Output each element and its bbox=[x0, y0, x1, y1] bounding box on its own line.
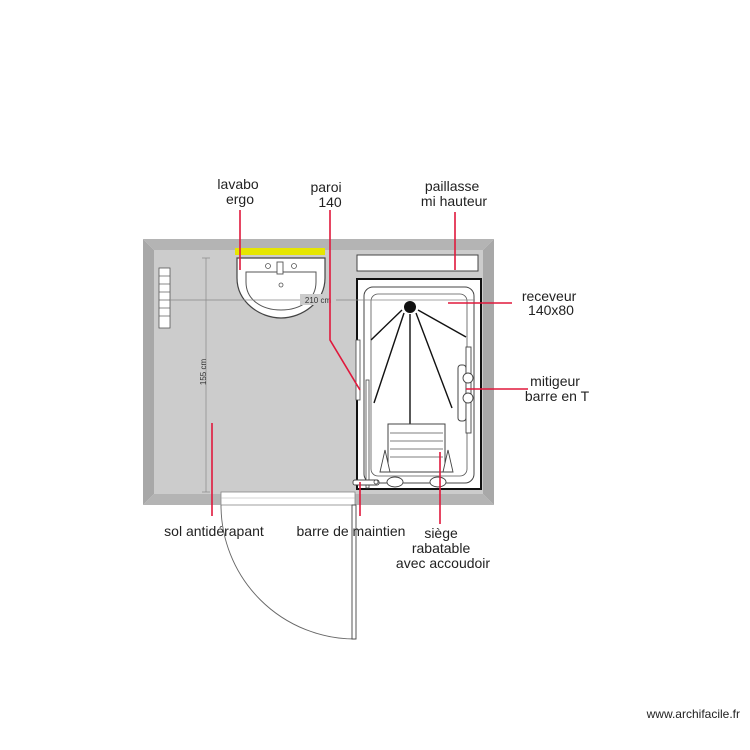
sink-fixture bbox=[236, 257, 326, 319]
grab-bar bbox=[352, 479, 380, 486]
site-credit: www.archifacile.fr bbox=[646, 707, 740, 721]
dim-width-bg bbox=[300, 294, 336, 305]
counter-top bbox=[356, 254, 479, 272]
label-mitigeur: mitigeur barre en T bbox=[525, 373, 590, 404]
label-paillasse: paillasse mi hauteur bbox=[421, 178, 487, 209]
mixer-tap bbox=[457, 346, 474, 434]
label-sol: sol antidérapant bbox=[164, 523, 264, 539]
door bbox=[220, 491, 357, 640]
leader-lines bbox=[211, 210, 528, 524]
shower-screen bbox=[355, 339, 370, 489]
folding-seat bbox=[379, 423, 454, 488]
label-paroi: paroi 140 bbox=[310, 179, 345, 210]
sink-backsplash-bar bbox=[235, 248, 325, 255]
radiator bbox=[158, 267, 171, 329]
label-siege: siège rabatable avec accoudoir bbox=[396, 525, 491, 571]
dim-height: 155 cm bbox=[199, 359, 208, 386]
label-lavabo: lavabo ergo bbox=[217, 176, 262, 207]
label-receveur: receveur 140x80 bbox=[522, 288, 580, 318]
label-barre: barre de maintien bbox=[297, 523, 406, 539]
dim-width: 210 cm bbox=[305, 296, 332, 305]
